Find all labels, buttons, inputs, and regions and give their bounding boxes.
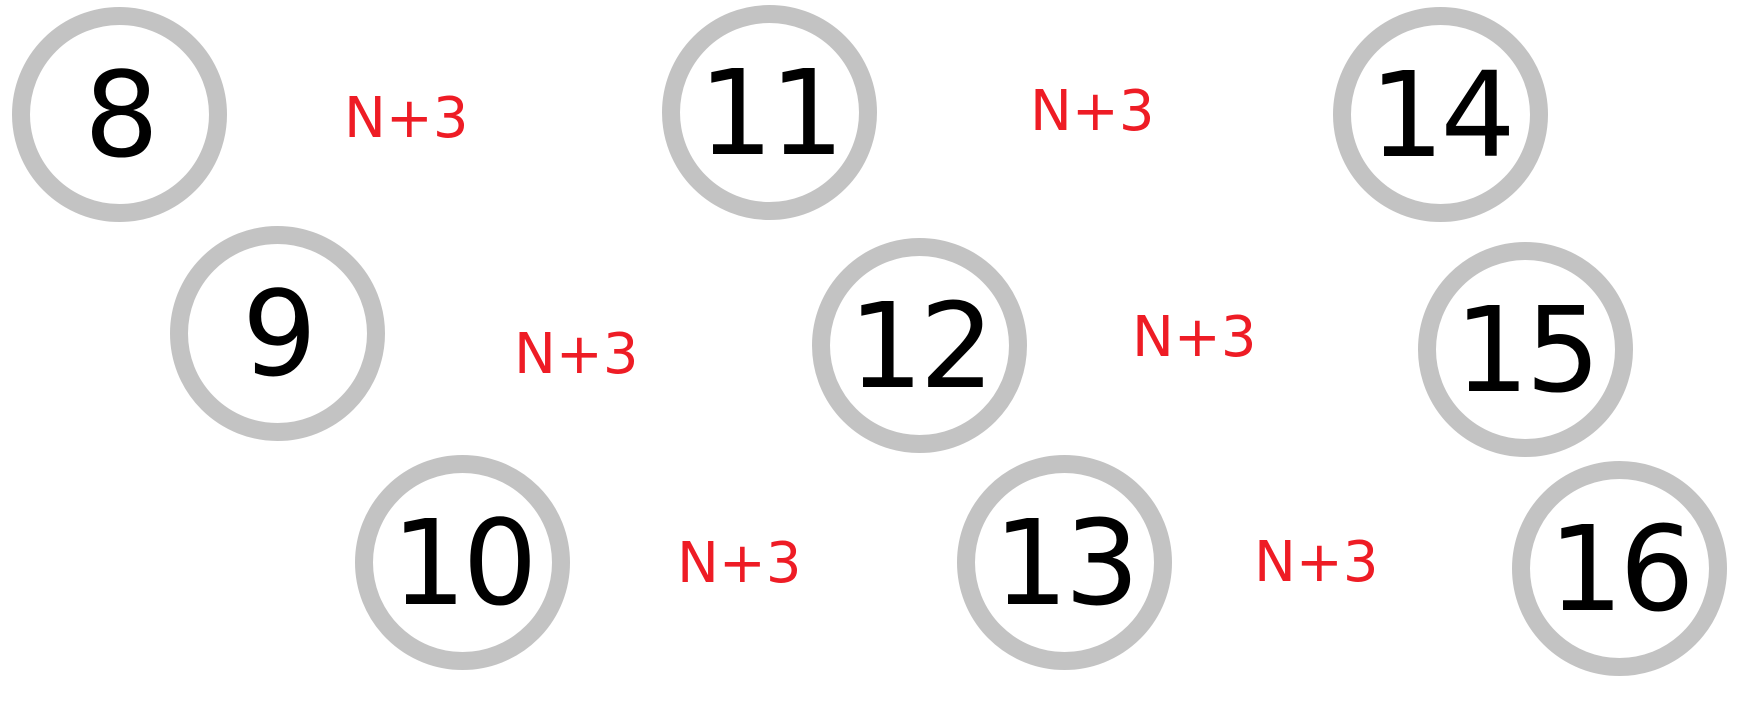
number-label: 11 [698, 43, 844, 182]
number-label: 15 [1454, 280, 1600, 419]
number-circle-10: 10 [355, 455, 570, 670]
number-circle-8: 8 [12, 7, 227, 222]
number-label: 12 [848, 276, 994, 415]
number-label: 16 [1548, 499, 1694, 638]
rule-label: N+3 [1132, 305, 1257, 370]
number-circle-9: 9 [170, 226, 385, 441]
number-label: 8 [83, 45, 159, 184]
rule-label: N+3 [677, 531, 802, 596]
number-circle-13: 13 [957, 455, 1172, 670]
number-label: 9 [241, 264, 317, 403]
number-label: 13 [993, 493, 1139, 632]
number-label: 10 [391, 493, 537, 632]
number-circle-15: 15 [1418, 242, 1633, 457]
number-circle-11: 11 [662, 5, 877, 220]
rule-label: N+3 [344, 86, 469, 151]
number-circle-16: 16 [1512, 461, 1727, 676]
number-label: 14 [1369, 45, 1515, 184]
rule-label: N+3 [1254, 530, 1379, 595]
rule-label: N+3 [514, 322, 639, 387]
number-circle-12: 12 [812, 238, 1027, 453]
number-circle-14: 14 [1333, 7, 1548, 222]
rule-label: N+3 [1030, 79, 1155, 144]
